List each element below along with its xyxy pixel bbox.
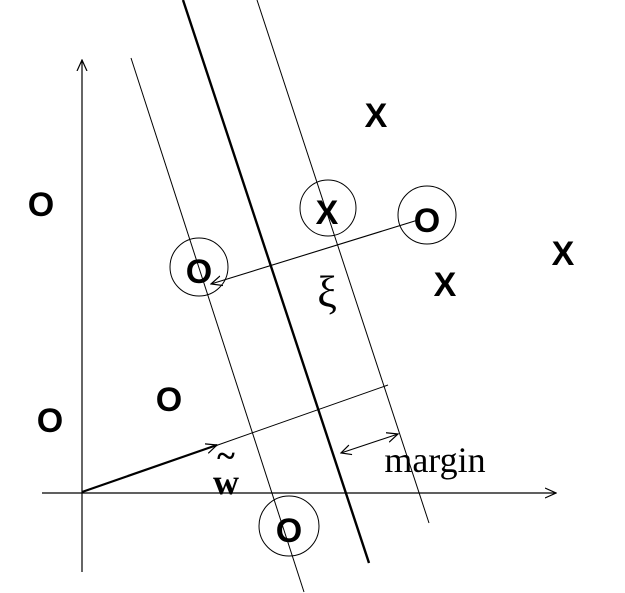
x-point: X [365, 97, 388, 135]
o-point: O [276, 512, 302, 550]
w-tilde-accent: ~ [217, 438, 235, 475]
xi-label: ξ [317, 268, 337, 317]
support-vector-circle [169, 237, 229, 297]
x-point: X [316, 194, 339, 232]
margin-label: margin [384, 440, 485, 480]
weight-vector-arrow [81, 445, 217, 494]
lower-margin-line [130, 57, 305, 593]
support-vector-circle [299, 179, 357, 237]
support-vector-circle [397, 185, 457, 245]
x-point: X [434, 266, 457, 304]
margin-arrow [341, 434, 398, 453]
support-vector-circle [258, 495, 320, 557]
upper-margin-line [256, 0, 430, 524]
x-point: X [552, 235, 575, 273]
decision-boundary [181, 0, 371, 564]
o-point: O [414, 202, 440, 240]
normal-line [214, 384, 389, 447]
slack-arrow [211, 219, 419, 284]
o-point: O [37, 402, 63, 440]
o-point: O [28, 186, 54, 224]
o-point: O [156, 381, 182, 419]
o-point: O [186, 253, 212, 291]
w-label: w [213, 462, 239, 502]
